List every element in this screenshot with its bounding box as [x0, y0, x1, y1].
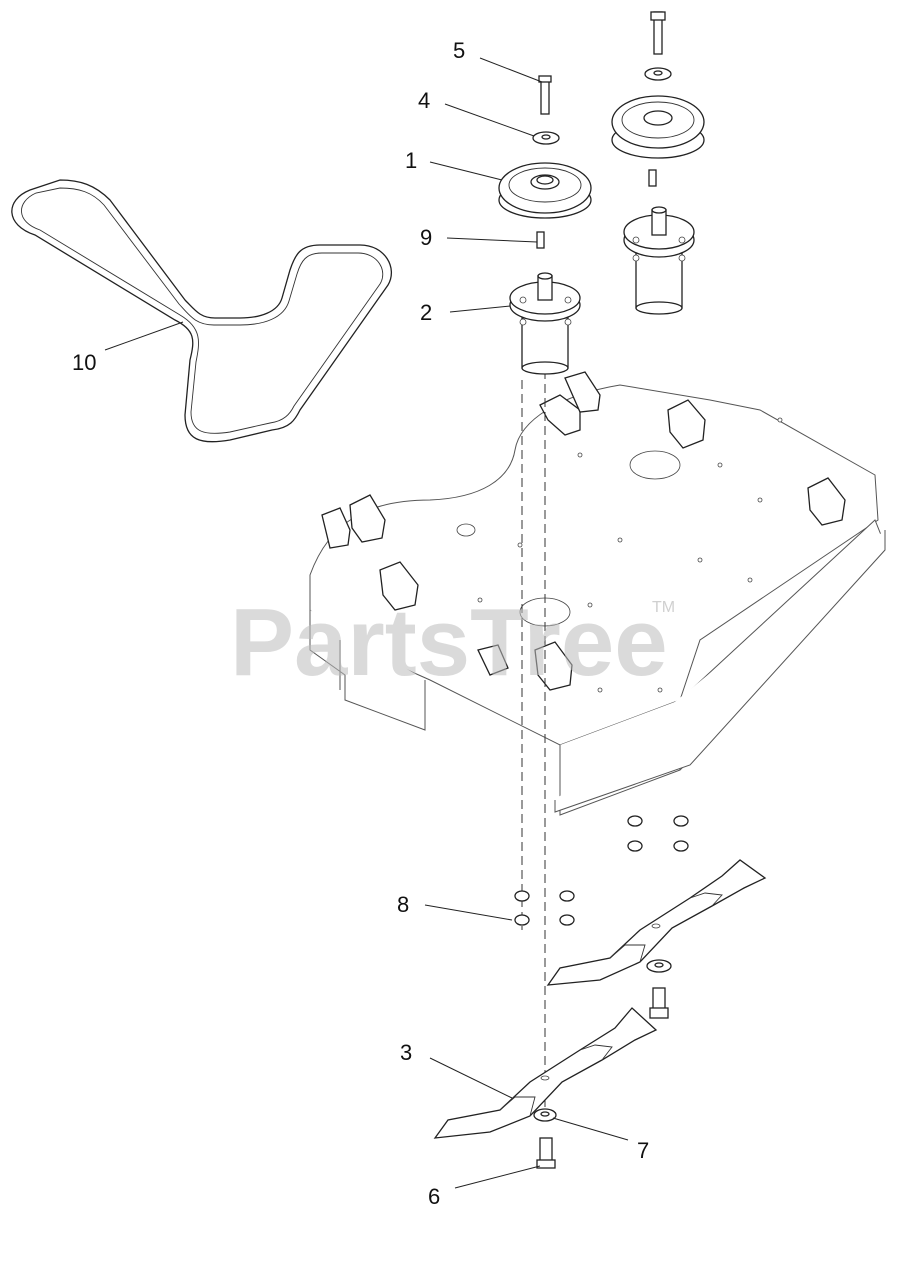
- bolt-5: [538, 75, 552, 115]
- blade-right: [546, 859, 767, 986]
- blade-3: [433, 1007, 658, 1139]
- washer-right: [644, 67, 672, 81]
- callout-10: 10: [72, 350, 96, 375]
- key-right: [648, 169, 657, 187]
- watermark-tm: TM: [652, 599, 675, 616]
- bolt-right: [650, 11, 666, 55]
- callout-3: 3: [400, 1040, 412, 1065]
- callout-2: 2: [420, 300, 432, 325]
- callout-9: 9: [420, 225, 432, 250]
- callout-1: 1: [405, 148, 417, 173]
- bolt-6: [536, 1137, 556, 1169]
- bolt-right-blade: [649, 987, 669, 1019]
- leader-lines: [104, 57, 629, 1189]
- callout-5: 5: [453, 38, 465, 63]
- mower-deck: [309, 371, 886, 816]
- key-9: [536, 231, 545, 249]
- nuts-8: [514, 890, 575, 926]
- callout-4: 4: [418, 88, 430, 113]
- pulley-right: [611, 95, 705, 159]
- callout-7: 7: [637, 1138, 649, 1163]
- belt: [11, 179, 393, 443]
- callout-6: 6: [428, 1184, 440, 1209]
- callout-8: 8: [397, 892, 409, 917]
- spindle-2: [509, 272, 581, 375]
- nuts-right: [627, 815, 689, 852]
- washer-7: [533, 1108, 557, 1122]
- washer-right-blade: [646, 959, 672, 973]
- watermark-text: PartsTree: [230, 589, 668, 696]
- pulley-1: [498, 162, 592, 219]
- washer-4: [532, 131, 560, 145]
- spindle-right: [623, 206, 695, 315]
